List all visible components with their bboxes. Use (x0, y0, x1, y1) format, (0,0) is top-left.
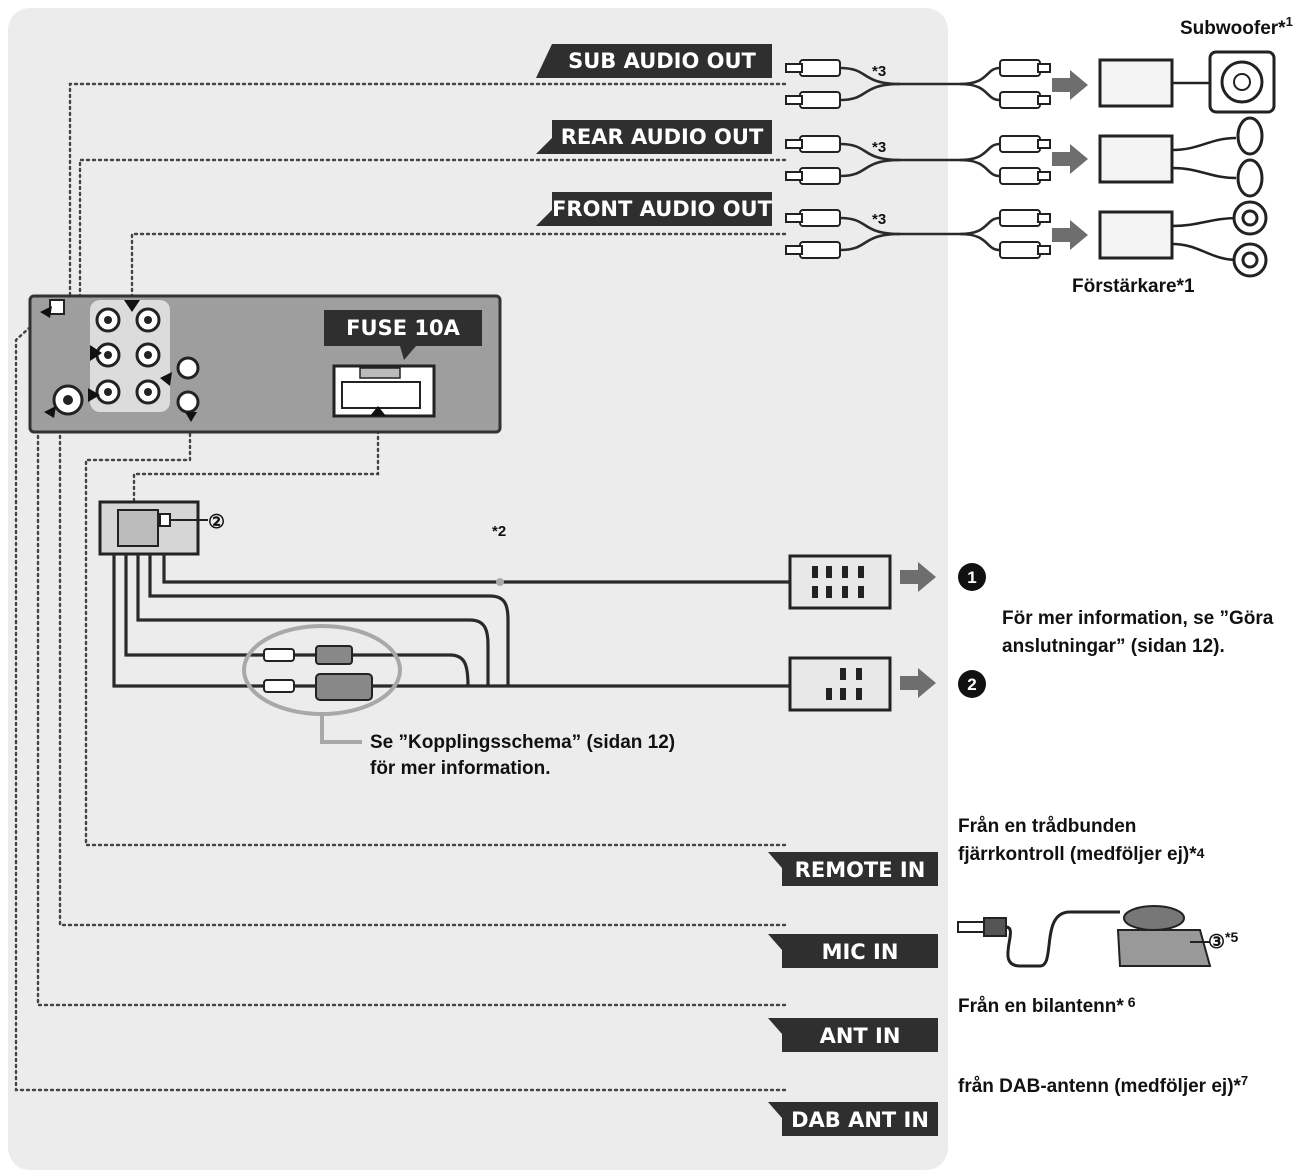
note-dab-antenna: från DAB-antenn (medföljer ej)*7 (958, 1073, 1248, 1097)
fuse-label: FUSE 10A (324, 310, 482, 360)
mic-in-text: MIC IN (822, 940, 899, 964)
tag-rear-audio-out: REAR AUDIO OUT (536, 120, 772, 154)
note-star3-a: *3 (872, 63, 886, 80)
rca-cables (785, 59, 1051, 259)
note-wiring-line1: Se ”Kopplingsschema” (sidan 12) (370, 732, 675, 753)
tag-sub-audio-out: SUB AUDIO OUT (536, 44, 772, 78)
tag-remote-in: REMOTE IN (768, 852, 938, 886)
note-more-info-line2: anslutningar” (sidan 12). (1002, 636, 1225, 657)
svg-text:2: 2 (967, 675, 976, 694)
note-star3-b: *3 (872, 139, 886, 156)
note-wiring-line2: för mer information. (370, 758, 551, 779)
output-connector-2 (788, 656, 892, 712)
tag-dab-ant-in: DAB ANT IN (768, 1102, 938, 1136)
rear-audio-out-text: REAR AUDIO OUT (561, 125, 764, 149)
output-number-1: 1 (958, 563, 986, 591)
note-subwoofer: Subwoofer*1 (1180, 14, 1293, 39)
note-car-antenna: Från en bilantenn*6 (958, 994, 1136, 1017)
harness (98, 500, 790, 744)
dab-ant-in-text: DAB ANT IN (791, 1108, 929, 1132)
output-connector-1 (788, 554, 892, 610)
tag-mic-in: MIC IN (768, 934, 938, 968)
note-remote-line1: Från en trådbunden (958, 816, 1136, 837)
ant-in-text: ANT IN (820, 1024, 901, 1048)
note-circled-3: ③*5 (1208, 929, 1238, 953)
grey-arrows (900, 70, 1088, 698)
rear-speaker-icons (1236, 116, 1264, 198)
note-more-info-line1: För mer information, se ”Göra (1002, 608, 1274, 629)
front-audio-out-text: FRONT AUDIO OUT (552, 197, 773, 221)
note-circled-2: ② (208, 512, 225, 533)
amplifiers (1098, 58, 1174, 260)
front-speaker-icons (1232, 200, 1268, 278)
output-number-2: 2 (958, 670, 986, 698)
sub-audio-out-text: SUB AUDIO OUT (568, 49, 756, 73)
remote-in-text: REMOTE IN (795, 858, 926, 882)
note-star2: *2 (492, 523, 506, 540)
tag-front-audio-out: FRONT AUDIO OUT (536, 192, 773, 226)
tag-ant-in: ANT IN (768, 1018, 938, 1052)
subwoofer-icon (1208, 50, 1276, 114)
note-remote-line2: fjärrkontroll (medföljer ej)*4 (958, 844, 1205, 865)
svg-text:1: 1 (967, 568, 976, 587)
microphone-icon (957, 905, 1212, 968)
note-star3-c: *3 (872, 211, 886, 228)
note-amplifier: Förstärkare*1 (1072, 276, 1195, 297)
fuse-text: FUSE 10A (346, 316, 460, 340)
